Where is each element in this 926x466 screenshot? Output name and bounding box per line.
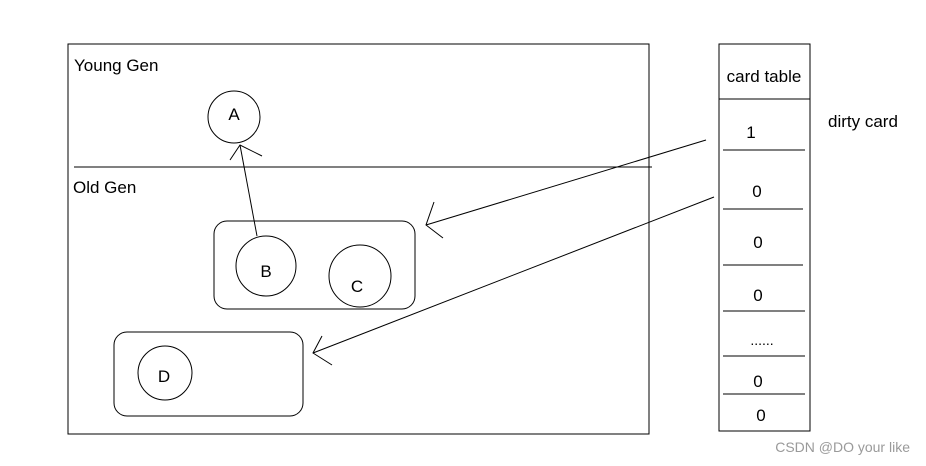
- object-d-node: [137, 345, 193, 401]
- card-cell-2: 0: [752, 182, 761, 201]
- object-d-label: D: [158, 367, 170, 386]
- card-cell-6: 0: [753, 372, 762, 391]
- object-b-label: B: [260, 262, 271, 281]
- card-table-header: card table: [727, 67, 802, 86]
- heap-box: [67, 43, 650, 435]
- reference-arrow-b-to-a: [239, 144, 258, 237]
- object-a-label: A: [228, 105, 240, 124]
- old-gen-label: Old Gen: [73, 178, 136, 197]
- card-region-1: [213, 220, 416, 310]
- card-table-box: [718, 43, 811, 432]
- reference-arrowhead: [229, 144, 263, 161]
- dirty-card-label: dirty card: [828, 112, 898, 131]
- object-c-node: [328, 244, 392, 308]
- card-cell-1: 1: [746, 123, 755, 142]
- young-gen-label: Young Gen: [74, 56, 158, 75]
- object-a-node: [207, 90, 261, 144]
- object-b-node: [235, 235, 297, 297]
- watermark: CSDN @DO your like: [775, 439, 910, 455]
- card-pointer-arrow-1: [425, 139, 707, 226]
- card-cell-3: 0: [753, 233, 762, 252]
- card-pointer-arrowhead-1: [425, 201, 444, 239]
- card-pointer-arrowhead-2: [312, 335, 333, 366]
- card-pointer-arrow-2: [312, 196, 715, 354]
- card-region-2: [113, 331, 304, 417]
- card-cell-4: 0: [753, 286, 762, 305]
- card-cell-7: 0: [756, 406, 765, 425]
- card-cell-ellipsis: ......: [750, 332, 773, 348]
- object-c-label: C: [351, 277, 363, 296]
